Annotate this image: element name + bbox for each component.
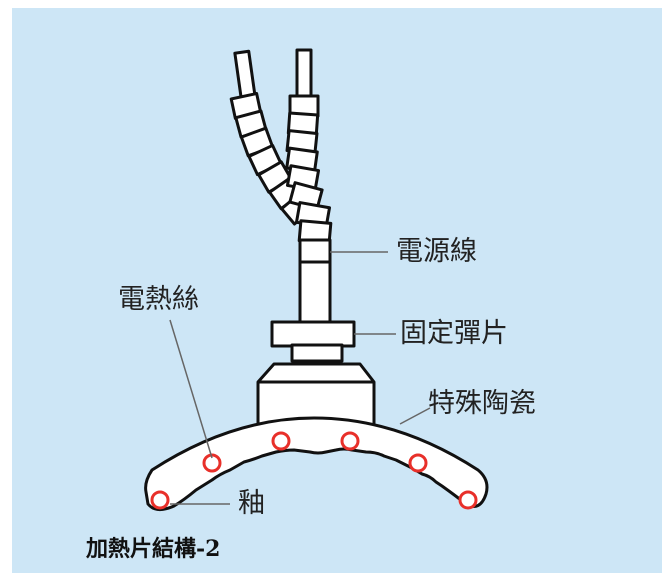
diagram-panel	[12, 8, 662, 573]
leader-heating-wire	[169, 319, 213, 459]
hole	[340, 431, 360, 451]
fixing-spring	[270, 320, 356, 348]
hole	[408, 453, 428, 473]
wire-end-left	[233, 49, 257, 101]
label-fixing-spring: 固定彈片	[400, 318, 508, 349]
hole	[458, 490, 478, 510]
label-special-ceramic: 特殊陶瓷	[428, 388, 536, 419]
figure-caption: 加熱片結構-2	[86, 536, 221, 562]
right-wire-sleeve	[285, 94, 324, 211]
hole	[202, 453, 222, 473]
heating-plate	[144, 416, 489, 511]
plate-holes	[150, 431, 478, 510]
label-power-cord: 電源線	[396, 236, 477, 267]
left-wire-sleeve	[229, 92, 316, 226]
label-shaft: 釉	[238, 488, 265, 519]
hole	[150, 490, 170, 510]
leader-special-ceramic	[399, 407, 431, 425]
hole	[271, 431, 291, 451]
wire-end-right	[295, 48, 313, 100]
collar-neck	[290, 343, 344, 363]
power-cord	[294, 201, 333, 326]
label-heating-wire: 電熱絲	[118, 284, 199, 315]
